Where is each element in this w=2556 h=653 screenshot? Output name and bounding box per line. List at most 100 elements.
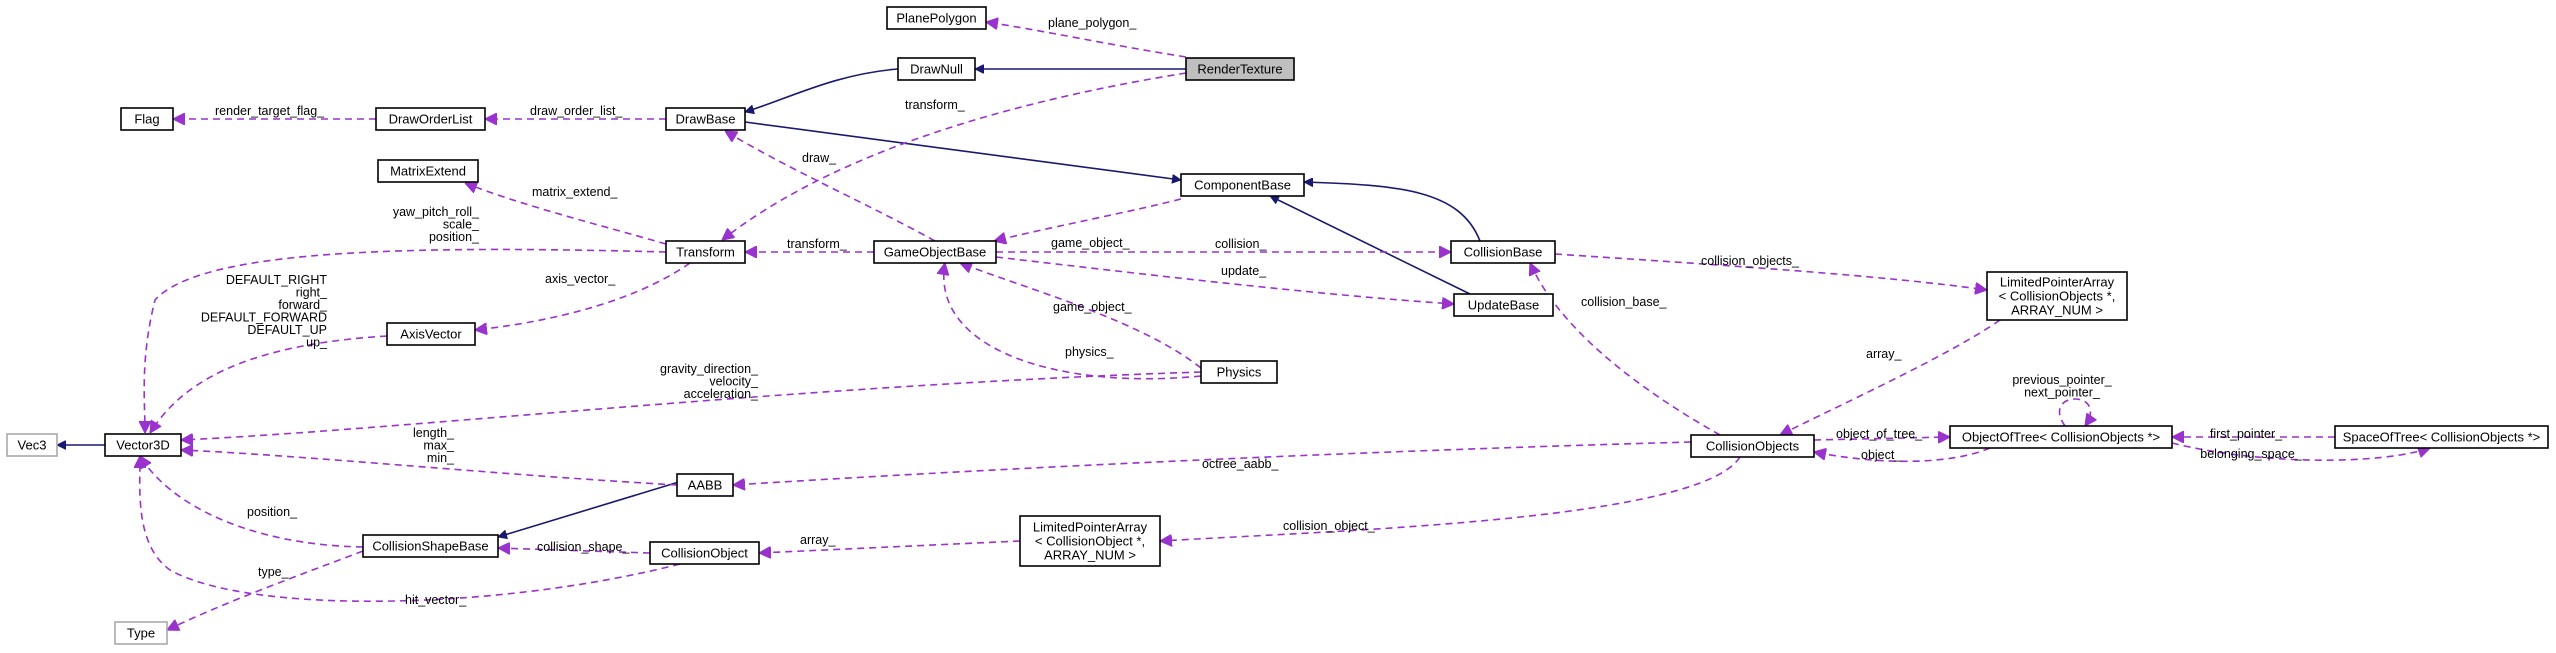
- class-node-lpa-collision-object[interactable]: LimitedPointerArray< CollisionObject *,A…: [1019, 515, 1161, 567]
- class-box: [886, 6, 987, 30]
- edge-label-gravity: gravity_direction_velocity_acceleration_: [660, 362, 759, 401]
- class-node-game-object-base[interactable]: GameObjectBase: [873, 240, 997, 264]
- class-name-label: LimitedPointerArray: [2000, 275, 2115, 290]
- edge-label-matrix-extend: matrix_extend_: [532, 185, 619, 199]
- edge-label-collision: collision_: [1215, 237, 1267, 251]
- usage-edge-position-csb: [140, 456, 364, 548]
- edge-label-line: first_pointer_: [2210, 427, 2283, 441]
- class-box: [377, 159, 479, 183]
- class-node-type[interactable]: Type: [114, 621, 168, 645]
- class-node-transform[interactable]: Transform: [665, 240, 746, 264]
- edge-label-line: draw_: [802, 151, 837, 165]
- class-node-collision-shape-base[interactable]: CollisionShapeBase: [362, 534, 499, 558]
- class-box: [897, 57, 976, 81]
- class-box: [104, 433, 182, 457]
- class-node-update-base[interactable]: UpdateBase: [1453, 293, 1554, 317]
- edge-label-prev-next: previous_pointer_next_pointer_: [2012, 373, 2112, 400]
- usage-edge-collision-object: [1160, 456, 1741, 541]
- inheritance-edge: [1304, 182, 1481, 242]
- edge-label-line: matrix_extend_: [532, 185, 619, 199]
- usage-edge-axis-vector: [475, 262, 691, 330]
- edge-label-collision-object: collision_object_: [1283, 519, 1376, 533]
- class-node-plane-polygon[interactable]: PlanePolygon: [886, 6, 987, 30]
- class-name-label: Flag: [134, 112, 159, 127]
- edge-label-line: axis_vector_: [545, 272, 616, 286]
- edge-label-collision-shape: collision_shape_: [537, 540, 630, 554]
- edge-label-type: type_: [258, 565, 290, 579]
- usage-edge-game-object-cb: [994, 198, 1182, 241]
- edge-labels-layer: plane_polygon_ render_target_flag_ draw_or…: [201, 16, 2303, 607]
- class-name-label: DrawNull: [910, 62, 963, 77]
- edge-label-line: next_pointer_: [2024, 386, 2101, 400]
- class-name-label: PlanePolygon: [896, 11, 976, 26]
- class-node-vector3-d[interactable]: Vector3D: [104, 433, 182, 457]
- class-node-collision-object[interactable]: CollisionObject: [649, 541, 760, 565]
- edge-label-line: yaw_pitch_roll_: [393, 205, 480, 219]
- edge-label-line: position_: [247, 505, 298, 519]
- edge-label-line: render_target_flag_: [215, 104, 325, 118]
- class-node-matrix-extend[interactable]: MatrixExtend: [377, 159, 479, 183]
- edge-label-array-lpa: array_: [1866, 347, 1902, 361]
- class-node-draw-base[interactable]: DrawBase: [665, 107, 746, 131]
- class-name-label: CollisionBase: [1464, 245, 1543, 260]
- class-name-label: SpaceOfTree< CollisionObjects *>: [2343, 430, 2541, 445]
- edge-label-line: DEFAULT_UP: [247, 323, 327, 337]
- edge-label-draw-order-list: draw_order_list_: [530, 104, 623, 118]
- class-box: [676, 473, 734, 497]
- class-node-object-of-tree[interactable]: ObjectOfTree< CollisionObjects *>: [1949, 425, 2173, 449]
- edge-label-first-pointer: first_pointer_: [2210, 427, 2283, 441]
- class-name-label: MatrixExtend: [390, 164, 466, 179]
- class-name-label: GameObjectBase: [884, 245, 987, 260]
- edge-label-axis-vector: axis_vector_: [545, 272, 616, 286]
- edge-label-length: length_max_min_: [413, 426, 455, 465]
- class-node-component-base[interactable]: ComponentBase: [1180, 173, 1305, 197]
- edge-label-object-of-tree: object_of_tree_: [1836, 427, 1923, 441]
- class-node-vec3[interactable]: Vec3: [6, 433, 58, 457]
- class-node-lpa-collision-objects[interactable]: LimitedPointerArray< CollisionObjects *,…: [1986, 271, 2128, 321]
- class-node-collision-objects[interactable]: CollisionObjects: [1690, 434, 1815, 458]
- usage-edge-octree-aabb: [733, 441, 1692, 485]
- edge-label-line: scale_: [443, 218, 480, 232]
- class-box: [2334, 425, 2549, 449]
- inheritance-edge: [744, 121, 1181, 180]
- edge-label-octree-aabb: octree_aabb_: [1202, 457, 1280, 471]
- class-name-label: CollisionObjects: [1706, 439, 1800, 454]
- edge-label-collision-base: collision_base_: [1581, 295, 1668, 309]
- edge-label-plane-polygon: plane_polygon_: [1048, 16, 1137, 30]
- class-name-label: AxisVector: [400, 327, 462, 342]
- class-box: [1450, 240, 1556, 264]
- class-node-draw-null[interactable]: DrawNull: [897, 57, 976, 81]
- class-node-collision-base[interactable]: CollisionBase: [1450, 240, 1556, 264]
- class-name-label: Physics: [1217, 365, 1262, 380]
- usage-edge-collision-base: [1530, 263, 1721, 436]
- edge-label-line: position_: [429, 230, 480, 244]
- usage-edge-yaw-pitch-roll: [144, 248, 667, 433]
- edge-label-physics: physics_: [1065, 345, 1115, 359]
- edge-label-line: update_: [1221, 264, 1267, 278]
- class-box: [665, 240, 746, 264]
- class-node-aabb[interactable]: AABB: [676, 473, 734, 497]
- edge-label-update: update_: [1221, 264, 1267, 278]
- class-node-physics[interactable]: Physics: [1200, 360, 1278, 384]
- edge-label-line: collision_base_: [1581, 295, 1668, 309]
- class-node-space-of-tree[interactable]: SpaceOfTree< CollisionObjects *>: [2334, 425, 2549, 449]
- edge-label-line: forward_: [278, 298, 328, 312]
- edge-label-transform-go: transform_: [787, 237, 848, 251]
- edge-label-line: game_object_: [1051, 236, 1131, 250]
- class-name-label: CollisionObject: [661, 546, 748, 561]
- class-name-label: Transform: [676, 245, 735, 260]
- class-node-flag[interactable]: Flag: [120, 107, 174, 131]
- class-node-axis-vector[interactable]: AxisVector: [386, 322, 476, 346]
- edge-label-render-target-flag: render_target_flag_: [215, 104, 325, 118]
- class-box: [120, 107, 174, 131]
- edge-label-line: object_of_tree_: [1836, 427, 1923, 441]
- class-name-label: CollisionShapeBase: [372, 539, 488, 554]
- class-box: [1949, 425, 2173, 449]
- inheritance-edge: [1270, 195, 1471, 295]
- edge-label-line: velocity_: [709, 375, 759, 389]
- class-node-draw-order-list[interactable]: DrawOrderList: [375, 107, 486, 131]
- edge-label-transform-rt: transform_: [905, 98, 966, 112]
- edge-label-line: collision_object_: [1283, 519, 1376, 533]
- class-box: [1019, 515, 1161, 567]
